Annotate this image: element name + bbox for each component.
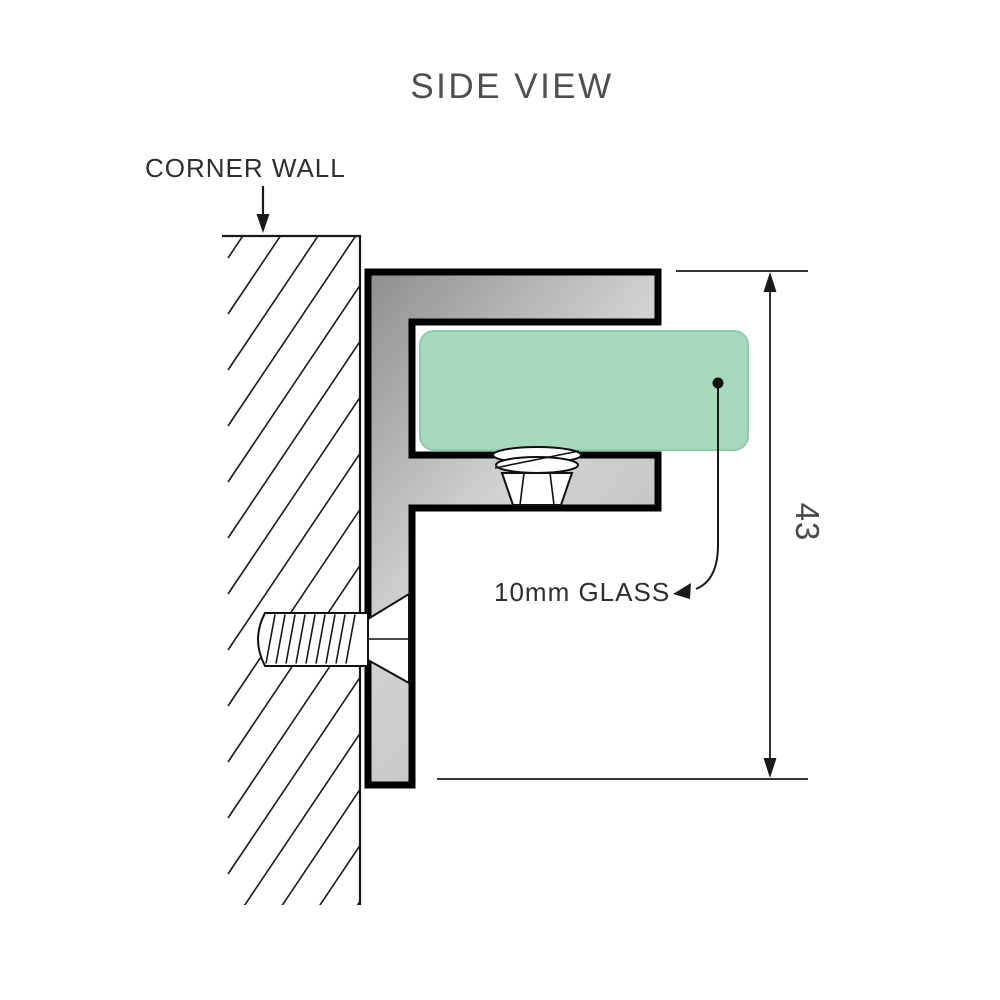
corner-wall-arrowhead — [256, 214, 270, 233]
glass-panel — [419, 330, 749, 451]
fixing-screw — [257, 592, 410, 685]
dimension-arrowhead-bottom — [763, 758, 777, 778]
glass-leader-arrowhead — [673, 583, 691, 599]
bracket-profile — [364, 268, 662, 789]
glass-leader-line — [695, 388, 719, 590]
corner-wall-label: CORNER WALL — [145, 153, 346, 183]
page-title: SIDE VIEW — [410, 67, 613, 106]
glass-label: 10mm GLASS — [494, 577, 670, 607]
screw-thread-lines — [265, 614, 356, 664]
dimension-value: 43 — [789, 503, 826, 542]
corner-wall-callout: CORNER WALL — [145, 153, 346, 233]
set-screw-body — [500, 472, 574, 506]
wall — [222, 234, 362, 905]
glass-leader-dot — [712, 377, 724, 389]
set-screw — [492, 446, 582, 506]
set-screw-knurl-right — [549, 472, 555, 506]
dimension-arrowhead-top — [763, 272, 777, 292]
set-screw-knurl-left — [519, 472, 525, 506]
wall-hatching — [227, 237, 361, 905]
glass-callout: 10mm GLASS — [494, 377, 724, 607]
washer-split-line — [494, 450, 580, 469]
screw-shank — [257, 612, 369, 667]
dimension-43: 43 — [437, 270, 826, 780]
